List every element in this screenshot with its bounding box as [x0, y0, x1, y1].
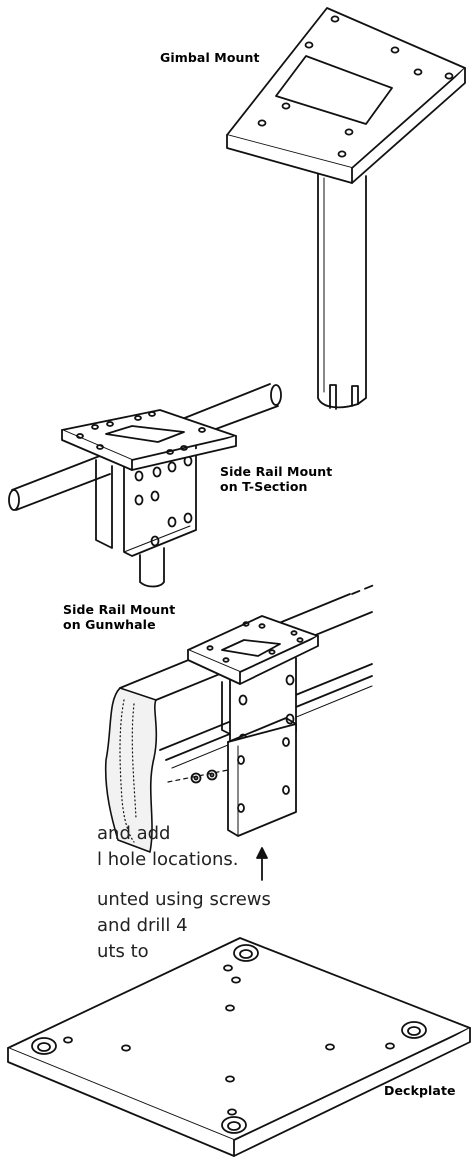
gunwhale-label-line1: Side Rail Mount	[63, 602, 176, 617]
t-section-mount-drawing	[8, 383, 282, 588]
deckplate-drawing	[7, 937, 471, 1157]
t-section-label-line2: on T-Section	[220, 479, 308, 494]
gimbal-plate	[226, 7, 466, 169]
gimbal-cutout	[275, 55, 393, 125]
instruction-fragment-2: l hole locations.	[97, 849, 239, 870]
gunwhale-mount-label: Side Rail Mount on Gunwhale	[63, 602, 175, 632]
gimbal-mount-drawing	[226, 7, 466, 410]
instruction-fragment-5: uts to	[97, 941, 149, 962]
instruction-fragment-1: and add	[97, 823, 171, 844]
gunwhale-cut-end	[104, 687, 158, 853]
t-section-mount-label: Side Rail Mount on T-Section	[220, 464, 332, 494]
instruction-fragment-3: unted using screws	[97, 889, 271, 910]
t-section-label-line1: Side Rail Mount	[220, 464, 333, 479]
t-section-flange	[123, 435, 197, 557]
instruction-fragment-4: and drill 4	[97, 915, 188, 936]
gunwhale-mount-drawing	[104, 584, 375, 881]
gimbal-mount-label: Gimbal Mount	[160, 50, 260, 65]
backing-plate	[227, 723, 297, 837]
deckplate-top	[7, 937, 471, 1141]
gunwhale-label-line2: on Gunwhale	[63, 617, 156, 632]
deckplate-label: Deckplate	[384, 1083, 456, 1098]
